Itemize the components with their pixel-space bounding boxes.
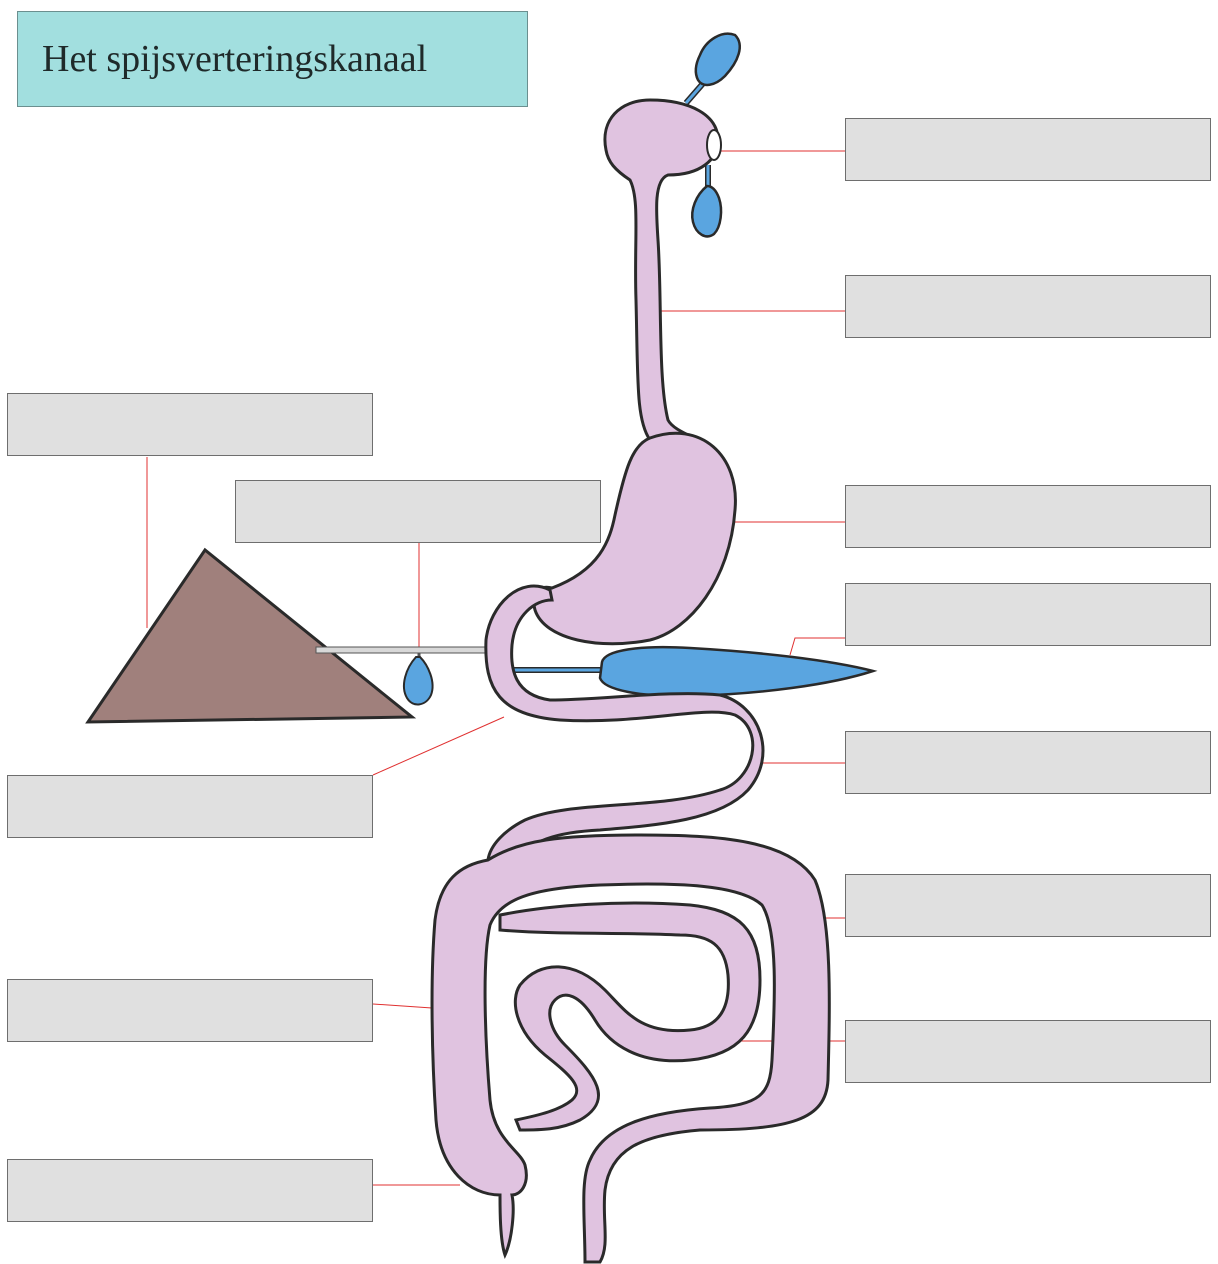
label-box-ileum[interactable] — [845, 1020, 1211, 1083]
label-box-pancreas[interactable] — [845, 583, 1211, 646]
gallbladder-shape — [404, 657, 433, 704]
label-box-esophagus[interactable] — [845, 275, 1211, 338]
leader-line-duodenum — [373, 717, 504, 775]
ileum-shape — [500, 903, 760, 1130]
label-box-duodenum[interactable] — [7, 775, 373, 838]
bile-duct — [316, 647, 496, 653]
label-box-gallbladder[interactable] — [235, 480, 601, 543]
salivary-gland-upper — [696, 34, 740, 85]
mouth-esophagus-shape — [605, 100, 718, 450]
mouth-opening — [707, 130, 721, 160]
label-box-small-intestine[interactable] — [845, 731, 1211, 794]
label-box-colon[interactable] — [7, 979, 373, 1042]
label-box-mouth[interactable] — [845, 118, 1211, 181]
label-box-stomach[interactable] — [845, 485, 1211, 548]
leader-line-pancreas — [790, 638, 845, 655]
label-box-rectum[interactable] — [7, 1159, 373, 1222]
label-box-large-intestine[interactable] — [845, 874, 1211, 937]
label-box-liver[interactable] — [7, 393, 373, 456]
salivary-gland-lower — [692, 186, 721, 236]
leader-line-colon — [373, 1004, 432, 1008]
liver-shape — [88, 550, 412, 722]
pancreas-shape — [600, 647, 873, 696]
